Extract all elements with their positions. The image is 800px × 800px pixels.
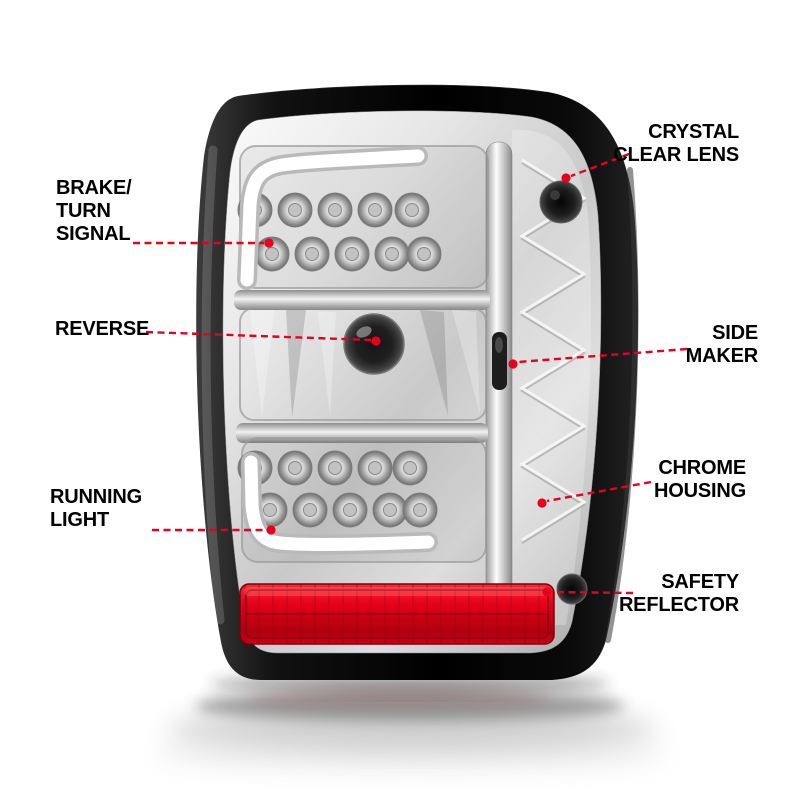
callout-dot-reverse	[371, 336, 381, 346]
crystal-clear-lens-side-panel	[512, 129, 592, 625]
leader-side-maker	[508, 347, 688, 369]
callout-label-side-maker: SIDE MAKER	[685, 322, 759, 367]
floor-reflection	[155, 675, 665, 771]
callout-dot-side-maker	[508, 359, 518, 369]
brake-turn-signal-section	[234, 145, 490, 310]
callout-label-running-light: RUNNING LIGHT	[50, 486, 142, 531]
light-bar-tube-bottom	[241, 452, 438, 555]
leader-running-light	[152, 525, 276, 535]
callout-dot-running-light	[266, 525, 276, 535]
housing-gloss-highlights	[201, 80, 639, 643]
zigzag-chrome-accent	[519, 158, 587, 542]
leader-brake-turn-signal	[133, 238, 274, 248]
leader-safety-reflector	[542, 587, 634, 597]
bottom-bulb-socket	[556, 573, 588, 605]
callout-dot-safety-reflector	[542, 587, 552, 597]
leader-crystal-clear-lens	[561, 152, 630, 183]
callout-label-reverse: REVERSE	[55, 318, 150, 340]
side-marker-divider	[485, 141, 513, 635]
callout-dot-chrome-housing	[537, 498, 547, 508]
callout-dot-brake-turn-signal	[264, 238, 274, 248]
top-bulb-socket	[539, 180, 583, 224]
safety-reflector-strip	[239, 583, 555, 645]
light-bar-tube-top	[237, 146, 428, 290]
leader-chrome-housing	[537, 480, 652, 508]
callout-label-brake-turn-signal: BRAKE/ TURN SIGNAL	[56, 177, 132, 245]
callout-label-safety-reflector: SAFETY REFLECTOR	[618, 571, 739, 616]
leader-reverse	[145, 330, 381, 346]
section-divider-band-upper	[234, 290, 490, 310]
running-light-section	[237, 437, 487, 563]
callout-dot-crystal-clear-lens	[561, 173, 571, 183]
callout-label-crystal-clear-lens: CRYSTAL CLEAR LENS	[613, 121, 739, 166]
callout-label-chrome-housing: CHROME HOUSING	[654, 457, 746, 502]
